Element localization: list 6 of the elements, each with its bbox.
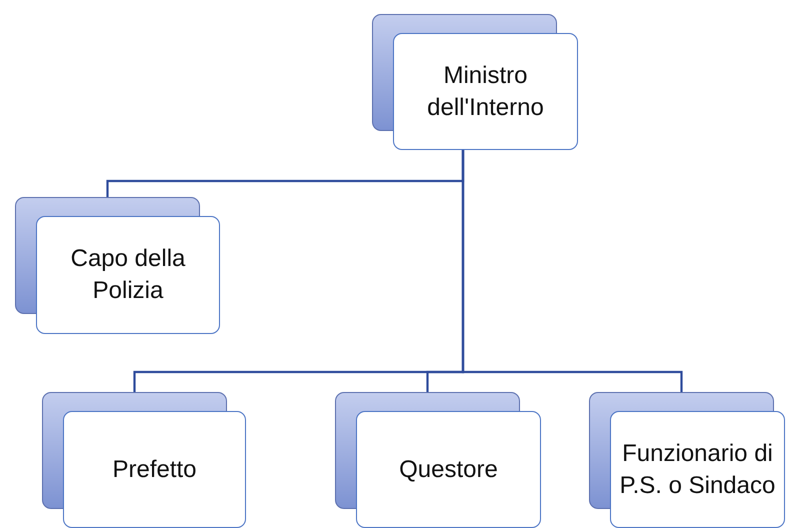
node-label: Capo della Polizia bbox=[70, 244, 186, 306]
node-label: Prefetto bbox=[112, 454, 197, 485]
connector-line bbox=[462, 150, 683, 392]
node-label: Ministro dell'Interno bbox=[426, 60, 545, 122]
node-label: Funzionario di P.S. o Sindaco bbox=[618, 438, 776, 500]
node-label: Questore bbox=[399, 454, 498, 485]
